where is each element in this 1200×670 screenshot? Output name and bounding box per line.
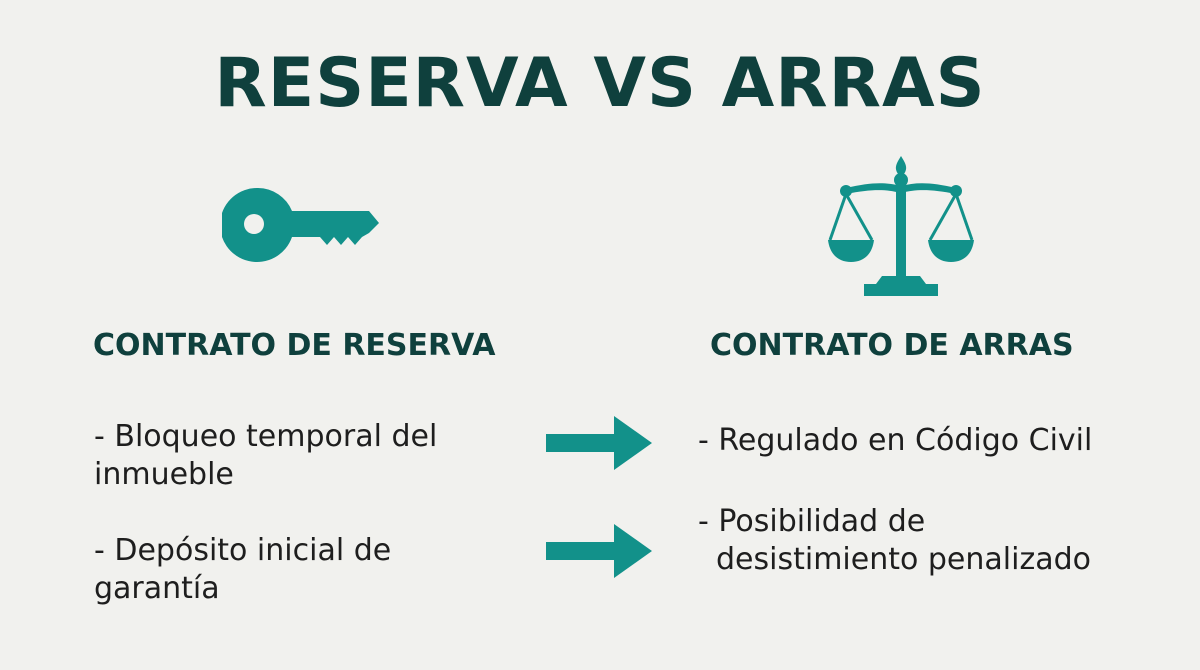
reserva-item-1: - Bloqueo temporal del inmueble <box>94 419 438 492</box>
arras-item-1: - Regulado en Código Civil <box>698 422 1158 460</box>
arrow-right-icon <box>546 524 652 578</box>
reserva-heading: CONTRATO DE RESERVA <box>93 328 496 363</box>
arrow-right-icon <box>546 416 652 470</box>
arras-item-2-line-1: - Posibilidad de <box>698 504 926 539</box>
arras-item-1-text: - Regulado en Código Civil <box>698 423 1093 458</box>
scale-icon <box>828 156 974 296</box>
reserva-item-2: - Depósito inicial de garantía <box>94 533 392 606</box>
key-icon <box>222 187 379 262</box>
arras-item-2-line-2: desistimiento penalizado <box>716 542 1091 577</box>
arras-heading: CONTRATO DE ARRAS <box>710 328 1074 363</box>
arras-item-2: - Posibilidad de desistimiento penalizad… <box>698 503 1158 579</box>
page-title: RESERVA VS ARRAS <box>214 44 986 123</box>
